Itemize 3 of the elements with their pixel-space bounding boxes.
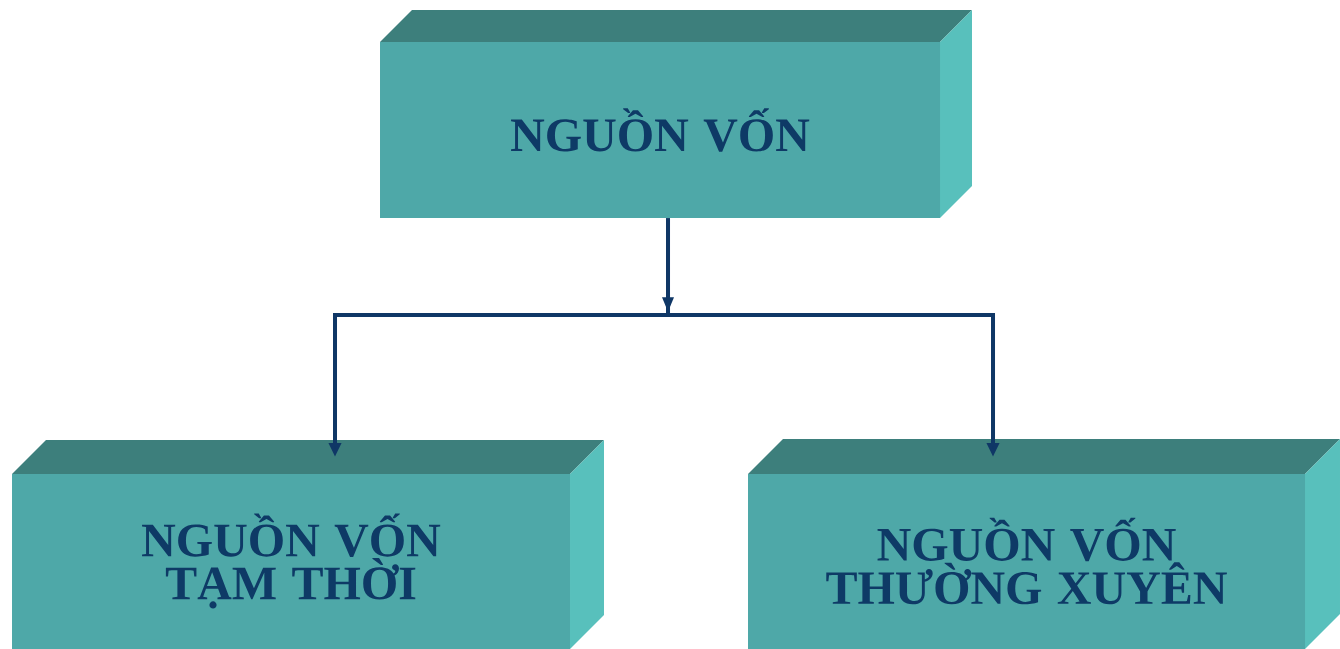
box-3d: NGUỒN VỐN [380, 10, 972, 218]
box-3d: NGUỒN VỐN THƯỜNG XUYÊN [748, 439, 1340, 649]
box-3d: NGUỒN VỐN TẠM THỜI [12, 440, 604, 649]
